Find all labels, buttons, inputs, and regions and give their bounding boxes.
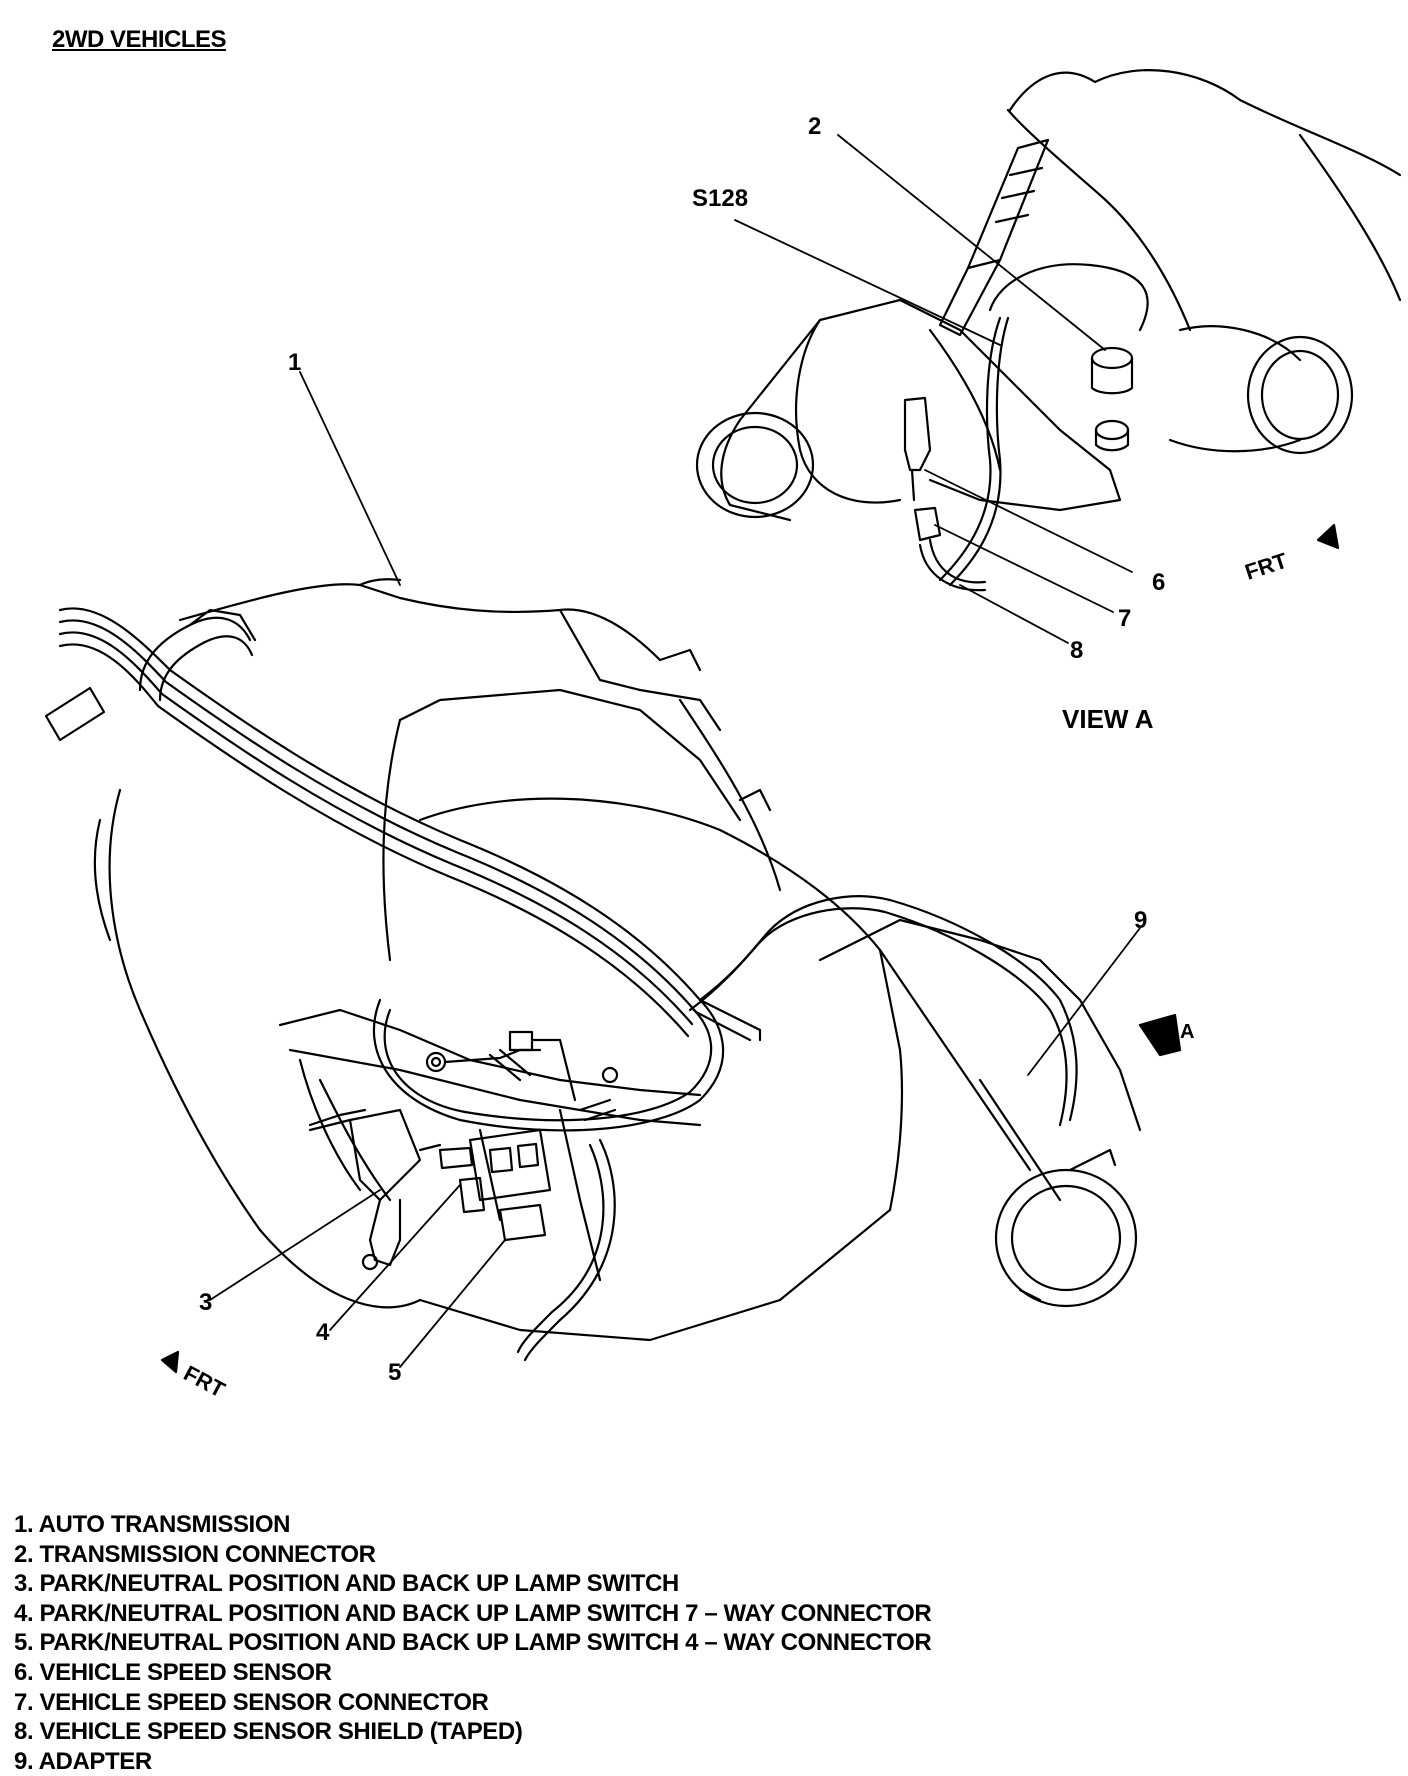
component-legend: 1. AUTO TRANSMISSION 2. TRANSMISSION CON… xyxy=(14,1510,932,1776)
legend-item: 3. PARK/NEUTRAL POSITION AND BACK UP LAM… xyxy=(14,1570,679,1598)
callout-2: 2 xyxy=(808,113,821,140)
frt-label-main: FRT xyxy=(180,1360,230,1402)
view-a-inset xyxy=(695,69,1402,592)
callout-s128: S128 xyxy=(692,185,748,212)
legend-item: 5. PARK/NEUTRAL POSITION AND BACK UP LAM… xyxy=(14,1629,932,1657)
callout-4: 4 xyxy=(316,1319,330,1346)
callout-6: 6 xyxy=(1152,569,1165,596)
legend-item: 6. VEHICLE SPEED SENSOR xyxy=(14,1658,332,1686)
transmission-main-view xyxy=(44,523,1340,1374)
legend-item: 2. TRANSMISSION CONNECTOR xyxy=(14,1540,376,1568)
legend-item: 4. PARK/NEUTRAL POSITION AND BACK UP LAM… xyxy=(14,1599,932,1627)
callout-5: 5 xyxy=(388,1359,401,1386)
callout-9: 9 xyxy=(1134,907,1147,934)
legend-item: 9. ADAPTER xyxy=(14,1747,152,1775)
callout-7: 7 xyxy=(1118,605,1131,632)
diagram-title: 2WD VEHICLES xyxy=(52,26,227,53)
legend-item: 1. AUTO TRANSMISSION xyxy=(14,1511,291,1538)
callout-3: 3 xyxy=(199,1289,212,1316)
frt-label-view-a: FRT xyxy=(1242,548,1291,585)
callout-1: 1 xyxy=(288,349,301,376)
view-a-label: VIEW A xyxy=(1062,704,1154,734)
legend-item: 8. VEHICLE SPEED SENSOR SHIELD (TAPED) xyxy=(14,1718,523,1746)
legend-item: 7. VEHICLE SPEED SENSOR CONNECTOR xyxy=(14,1688,489,1716)
callout-8: 8 xyxy=(1070,637,1083,664)
view-a-arrow-label: A xyxy=(1180,1021,1194,1043)
